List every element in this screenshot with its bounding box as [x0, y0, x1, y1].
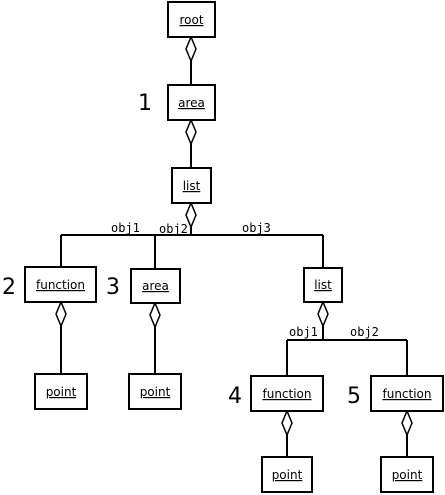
edge-label-obj3: obj3 [242, 221, 271, 235]
number-label-2: 2 [2, 275, 16, 300]
node-area: area [167, 84, 216, 121]
aggregation-diamond-area [185, 118, 197, 146]
node-point-4-label: point [272, 468, 303, 482]
node-root-label: root [179, 13, 203, 27]
aggregation-diamond-function4 [281, 409, 293, 437]
node-list-right: list [303, 267, 343, 303]
node-point-5-label: point [392, 468, 423, 482]
number-label-3: 3 [106, 275, 120, 300]
edge-label-obj2: obj2 [159, 222, 188, 236]
node-point-mid: point [128, 373, 182, 410]
node-function-5-label: function [382, 387, 431, 401]
node-function-5: function [370, 375, 444, 412]
node-function-4-label: function [262, 387, 311, 401]
edge-label-obj1: obj1 [111, 221, 140, 235]
aggregation-diamond-list-right [317, 300, 329, 328]
node-root: root [167, 1, 216, 38]
edge-label-obj2-right: obj2 [350, 325, 379, 339]
aggregation-diamond-function5 [401, 409, 413, 437]
edge-label-obj1-right: obj1 [289, 325, 318, 339]
aggregation-diamond-area3 [149, 301, 161, 329]
node-point-mid-label: point [140, 385, 171, 399]
number-label-1: 1 [138, 91, 152, 116]
node-list-label: list [183, 179, 201, 193]
node-point-left: point [34, 373, 88, 410]
aggregation-diamond-function2 [55, 300, 67, 328]
node-area-3: area [130, 268, 181, 304]
node-point-left-label: point [46, 385, 77, 399]
node-list-right-label: list [314, 278, 332, 292]
number-label-5: 5 [347, 384, 361, 409]
node-list: list [171, 167, 212, 204]
node-point-5: point [380, 456, 434, 493]
aggregation-diamond-root [185, 35, 197, 63]
node-area-label: area [178, 96, 205, 110]
number-label-4: 4 [228, 384, 242, 409]
node-function-2: function [24, 266, 97, 303]
node-point-4: point [261, 456, 313, 493]
node-function-4: function [250, 375, 324, 412]
node-area-3-label: area [142, 279, 169, 293]
aggregation-diamond-list [185, 201, 197, 229]
node-function-2-label: function [36, 278, 85, 292]
